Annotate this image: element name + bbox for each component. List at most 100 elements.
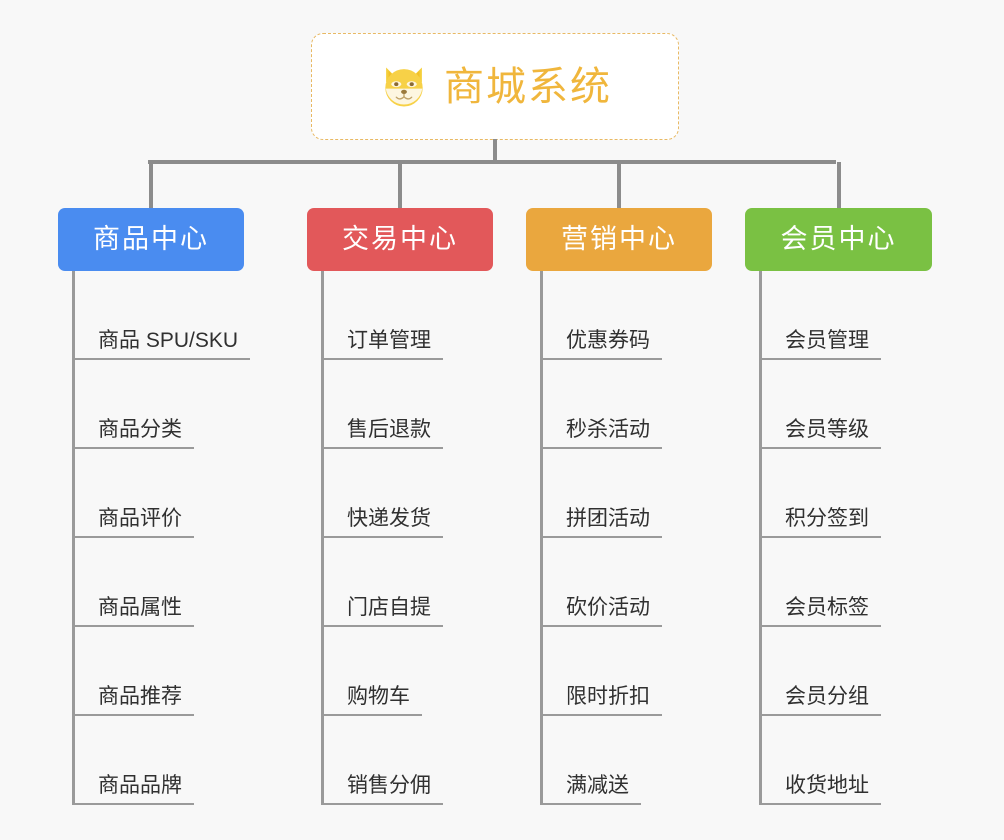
branch-items-3: 优惠券码 秒杀活动 拼团活动 砍价活动 限时折扣 满减送 (526, 271, 712, 805)
leaf-underline (540, 625, 662, 627)
branch-header-2[interactable]: 交易中心 (307, 208, 493, 271)
leaf-item[interactable]: 商品 SPU/SKU (72, 271, 250, 360)
branch-header-label: 交易中心 (342, 224, 458, 254)
leaf-item[interactable]: 订单管理 (321, 271, 493, 360)
leaf-underline (321, 714, 422, 716)
leaf-label: 满减送 (566, 774, 629, 797)
branch-header-label: 商品中心 (93, 224, 209, 254)
leaf-label: 订单管理 (347, 329, 431, 352)
leaf-underline (72, 536, 194, 538)
branch-column-3: 营销中心 优惠券码 秒杀活动 拼团活动 砍价活动 限时折扣 (526, 208, 712, 805)
leaf-label: 门店自提 (347, 596, 431, 619)
branch-column-2: 交易中心 订单管理 售后退款 快递发货 门店自提 购物车 (307, 208, 493, 805)
leaf-label: 会员标签 (785, 596, 869, 619)
leaf-label: 销售分佣 (347, 774, 431, 797)
leaf-item[interactable]: 秒杀活动 (540, 360, 712, 449)
leaf-item[interactable]: 商品属性 (72, 538, 244, 627)
branch-items-2: 订单管理 售后退款 快递发货 门店自提 购物车 销售分佣 (307, 271, 493, 805)
leaf-label: 购物车 (347, 685, 410, 708)
leaf-item[interactable]: 会员管理 (759, 271, 932, 360)
leaf-item[interactable]: 拼团活动 (540, 449, 712, 538)
branch-items-4: 会员管理 会员等级 积分签到 会员标签 会员分组 收货地址 (745, 271, 932, 805)
leaf-underline (540, 714, 662, 716)
connector-drop-1 (149, 162, 153, 210)
leaf-item[interactable]: 售后退款 (321, 360, 493, 449)
leaf-item[interactable]: 门店自提 (321, 538, 493, 627)
leaf-label: 优惠券码 (566, 329, 650, 352)
leaf-label: 商品推荐 (98, 685, 182, 708)
leaf-underline (321, 625, 443, 627)
leaf-underline (759, 625, 881, 627)
branch-spine (321, 271, 324, 805)
leaf-underline (540, 447, 662, 449)
leaf-item[interactable]: 购物车 (321, 627, 493, 716)
branch-header-label: 营销中心 (561, 224, 677, 254)
shiba-dog-face-icon (385, 67, 423, 106)
branch-items-1: 商品 SPU/SKU 商品分类 商品评价 商品属性 商品推荐 商品品牌 (58, 271, 250, 805)
leaf-underline (72, 447, 194, 449)
leaf-underline (759, 714, 881, 716)
leaf-underline (759, 358, 881, 360)
connector-drop-3 (617, 162, 621, 210)
leaf-item[interactable]: 优惠券码 (540, 271, 712, 360)
root-title: 商城系统 (444, 64, 612, 109)
leaf-underline (759, 447, 881, 449)
leaf-label: 积分签到 (785, 507, 869, 530)
leaf-item[interactable]: 快递发货 (321, 449, 493, 538)
branch-header-label: 会员中心 (780, 224, 897, 254)
leaf-label: 快递发货 (347, 507, 431, 530)
leaf-underline (759, 536, 881, 538)
leaf-label: 商品品牌 (98, 774, 182, 797)
branch-spine (759, 271, 762, 805)
leaf-label: 限时折扣 (566, 685, 650, 708)
leaf-item[interactable]: 会员等级 (759, 360, 932, 449)
branch-spine (540, 271, 543, 805)
leaf-underline (72, 358, 250, 360)
leaf-underline (321, 536, 443, 538)
leaf-item[interactable]: 商品推荐 (72, 627, 244, 716)
leaf-label: 会员等级 (785, 418, 869, 441)
leaf-item[interactable]: 会员分组 (759, 627, 932, 716)
leaf-item[interactable]: 砍价活动 (540, 538, 712, 627)
leaf-underline (321, 447, 443, 449)
leaf-label: 会员分组 (785, 685, 869, 708)
branch-column-4: 会员中心 会员管理 会员等级 积分签到 会员标签 会员分组 (745, 208, 932, 805)
leaf-item[interactable]: 商品评价 (72, 449, 244, 538)
leaf-label: 商品分类 (98, 418, 182, 441)
leaf-underline (540, 358, 662, 360)
leaf-underline (72, 625, 194, 627)
leaf-underline (321, 358, 443, 360)
leaf-item[interactable]: 会员标签 (759, 538, 932, 627)
root-node[interactable]: 商城系统 (311, 33, 679, 140)
connector-drop-2 (398, 162, 402, 210)
leaf-item[interactable]: 限时折扣 (540, 627, 712, 716)
leaf-item[interactable]: 商品分类 (72, 360, 244, 449)
leaf-label: 商品 SPU/SKU (98, 329, 239, 352)
leaf-label: 会员管理 (785, 329, 869, 352)
branch-header-1[interactable]: 商品中心 (58, 208, 244, 271)
leaf-item[interactable]: 销售分佣 (321, 716, 493, 805)
leaf-label: 秒杀活动 (566, 418, 650, 441)
connector-root-stem (493, 139, 497, 164)
leaf-underline (759, 803, 881, 805)
leaf-underline (72, 714, 194, 716)
branch-spine (72, 271, 75, 805)
leaf-underline (540, 803, 641, 805)
leaf-label: 商品属性 (98, 596, 182, 619)
leaf-label: 收货地址 (785, 774, 869, 797)
branch-column-1: 商品中心 商品 SPU/SKU 商品分类 商品评价 商品属性 商品推荐 (58, 208, 250, 805)
leaf-label: 售后退款 (347, 418, 431, 441)
leaf-label: 商品评价 (98, 507, 182, 530)
leaf-underline (540, 536, 662, 538)
branch-header-4[interactable]: 会员中心 (745, 208, 932, 271)
branch-header-3[interactable]: 营销中心 (526, 208, 712, 271)
leaf-label: 拼团活动 (566, 507, 650, 530)
leaf-underline (72, 803, 194, 805)
leaf-underline (321, 803, 443, 805)
leaf-item[interactable]: 商品品牌 (72, 716, 244, 805)
leaf-item[interactable]: 满减送 (540, 716, 712, 805)
leaf-label: 砍价活动 (566, 596, 650, 619)
leaf-item[interactable]: 积分签到 (759, 449, 932, 538)
leaf-item[interactable]: 收货地址 (759, 716, 932, 805)
